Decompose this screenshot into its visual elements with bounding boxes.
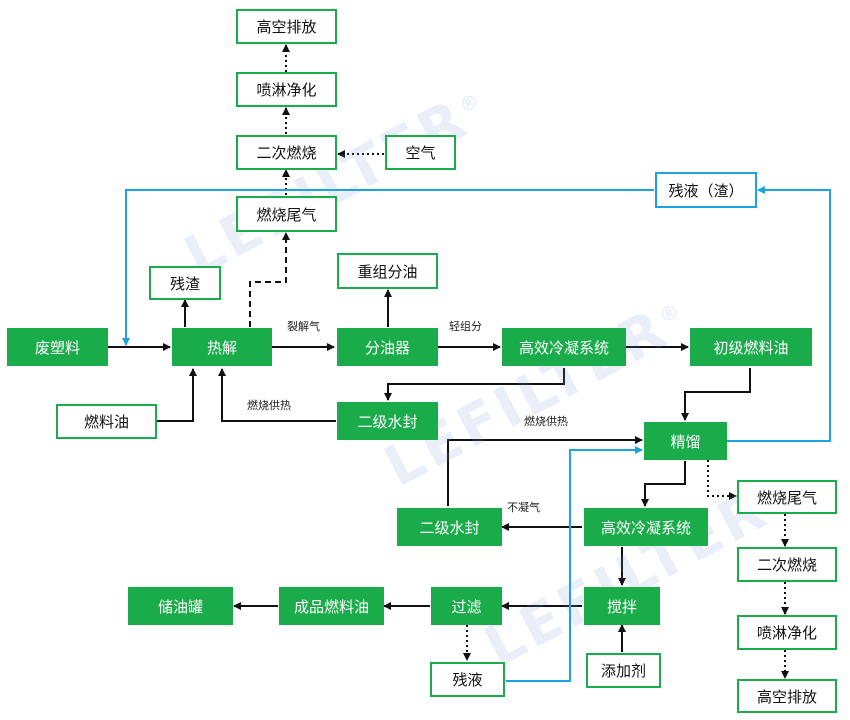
node-residue-liquid-slag: 残液（渣） — [655, 172, 757, 208]
node-residue-top: 残渣 — [149, 266, 221, 300]
node-water-seal-2: 二级水封 — [397, 508, 502, 546]
node-spray-1: 喷淋净化 — [236, 72, 337, 107]
node-high-emission-1: 高空排放 — [236, 9, 337, 44]
node-flue-gas-2: 燃烧尾气 — [737, 480, 837, 514]
arrow-pyrolysis-to-fluegas — [249, 232, 290, 327]
arrow-rectification-to-slag — [727, 186, 831, 442]
arrow-primaryoil-to-rectification — [681, 368, 751, 421]
arrow-residue-to-rectification — [506, 446, 643, 682]
label-combustion-heat-1: 燃烧供热 — [247, 399, 291, 412]
node-additive: 添加剂 — [586, 653, 661, 688]
arrow-condenser-to-waterseal — [384, 368, 565, 401]
node-heavy-oil: 重组分油 — [337, 253, 438, 289]
node-filtration: 过滤 — [431, 587, 502, 625]
label-light-fraction: 轻组分 — [449, 320, 482, 333]
label-non-condensable: 不凝气 — [507, 501, 540, 514]
arrow-slag-to-waste — [122, 189, 654, 346]
node-oil-separator: 分油器 — [337, 328, 438, 366]
arrow-rectification-to-condenser — [641, 461, 686, 507]
node-flue-gas-1: 燃烧尾气 — [236, 196, 337, 232]
node-high-emission-2: 高空排放 — [737, 679, 837, 713]
node-residue-liquid: 残液 — [430, 662, 505, 697]
node-air: 空气 — [385, 135, 456, 170]
node-primary-fuel-oil: 初级燃料油 — [690, 328, 812, 366]
arrow-waterseal2-to-rectification — [447, 436, 643, 506]
node-storage-tank: 储油罐 — [128, 587, 233, 625]
node-condenser-bottom: 高效冷凝系统 — [584, 508, 708, 546]
label-combustion-heat-2: 燃烧供热 — [524, 415, 568, 428]
arrow-fueloil-to-pyrolysis — [157, 368, 197, 422]
node-fuel-oil-input: 燃料油 — [56, 404, 157, 439]
arrow-rectification-to-fluegas2 — [707, 460, 737, 500]
node-condenser-top: 高效冷凝系统 — [502, 328, 626, 366]
node-secondary-combustion-1: 二次燃烧 — [236, 135, 337, 170]
label-cracking-gas: 裂解气 — [287, 320, 320, 333]
node-waste-plastic: 废塑料 — [7, 328, 108, 366]
node-stirring: 搅拌 — [584, 587, 660, 625]
node-secondary-combustion-2: 二次燃烧 — [737, 547, 837, 582]
arrow-waterseal-to-pyrolysis — [218, 368, 336, 422]
node-rectification: 精馏 — [644, 422, 727, 460]
node-finished-fuel-oil: 成品燃料油 — [279, 587, 384, 625]
node-water-seal-1: 二级水封 — [337, 402, 438, 440]
node-pyrolysis: 热解 — [172, 328, 272, 366]
node-spray-2: 喷淋净化 — [737, 615, 837, 650]
